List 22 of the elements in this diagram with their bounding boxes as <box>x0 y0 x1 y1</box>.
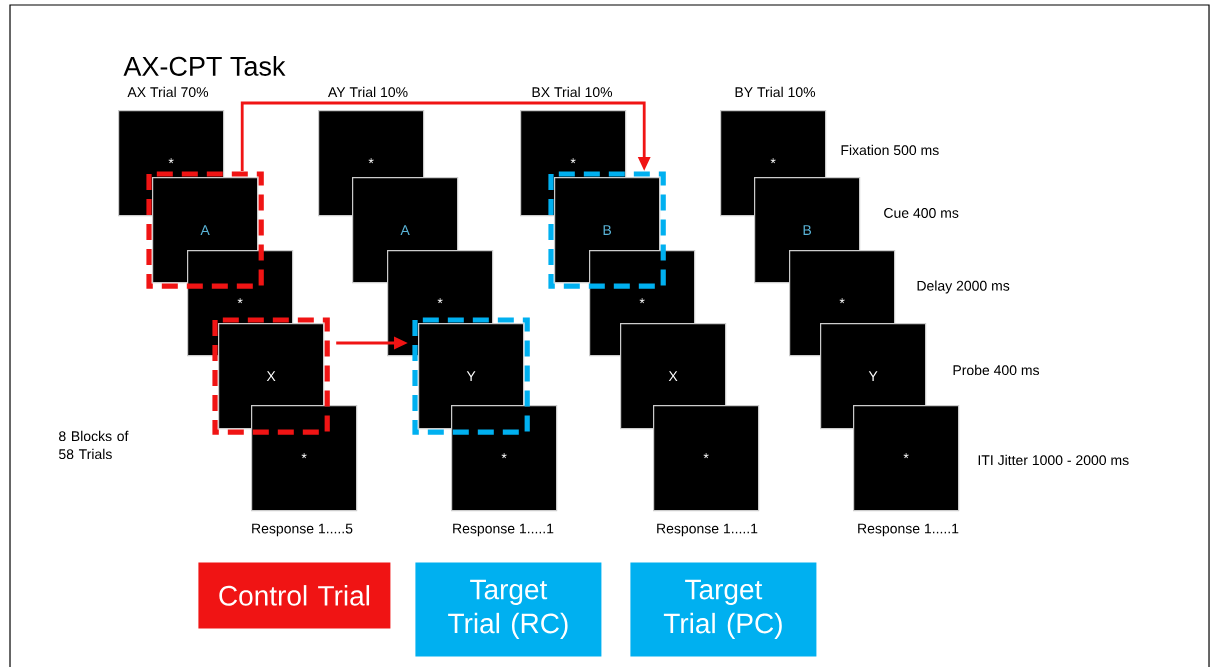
label-text: BX Trial 10% <box>532 86 613 98</box>
trial-type-box: Target Trial (PC) <box>630 562 817 657</box>
label-text: 8 Blocks of 58 Trials <box>59 430 129 460</box>
stimulus-screen: * <box>853 405 960 512</box>
label-text: ITI Jitter 1000 - 2000 ms <box>978 454 1129 466</box>
label-text: Probe 400 ms <box>953 364 1040 376</box>
label-text: Fixation 500 ms <box>841 144 939 156</box>
label-text: Response 1.....1 <box>657 523 758 537</box>
label-text: Response 1.....5 <box>252 523 353 537</box>
label-text: Cue 400 ms <box>884 208 959 218</box>
label-text: Delay 2000 ms <box>917 280 1010 294</box>
title: AX-CPT Task <box>123 56 286 76</box>
stimulus-screen: * <box>653 405 760 512</box>
trial-type-box: Target Trial (RC) <box>415 562 602 657</box>
stimulus-screen: * <box>251 405 358 512</box>
label-text: BY Trial 10% <box>735 86 816 98</box>
label-text: Response 1.....1 <box>453 523 554 537</box>
arrow <box>240 101 651 171</box>
trial-type-box: Control Trial <box>198 562 391 629</box>
label-text: AX Trial 70% <box>127 86 209 98</box>
stimulus-screen: * <box>451 405 558 512</box>
label-text: AY Trial 10% <box>327 86 408 98</box>
